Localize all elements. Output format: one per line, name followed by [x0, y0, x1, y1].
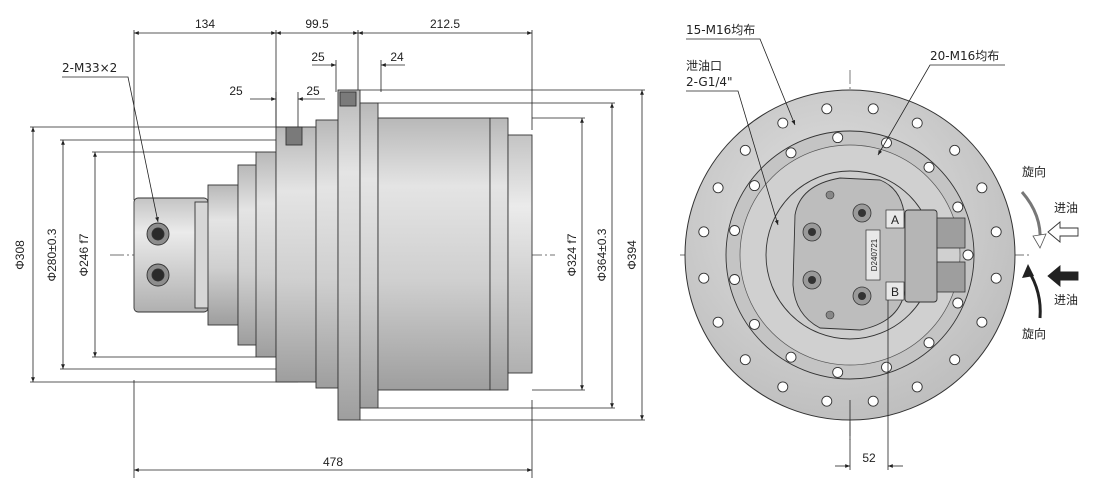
- bolt-hole-outer: [949, 144, 961, 156]
- callout-20-m16: 20-M16均布: [930, 49, 999, 63]
- bolt-hole-inner: [962, 249, 974, 261]
- callout-drain-leader: [686, 90, 779, 226]
- bolt-hole-inner: [952, 297, 964, 309]
- bolt-hole-inner: [832, 366, 844, 378]
- dim-phi-246: Φ246 f7: [77, 233, 91, 276]
- inlet-arrow-bottom: [1047, 265, 1079, 287]
- bolt-hole-inner: [749, 180, 760, 192]
- bolt-hole-inner: [923, 161, 935, 173]
- dimension-lines-top: [134, 31, 532, 472]
- dim-phi-308: Φ308: [13, 240, 27, 270]
- bolt-hole-outer: [911, 381, 923, 393]
- dim-134: 134: [195, 17, 215, 31]
- bolt-hole-inner: [923, 337, 935, 349]
- dim-phi-364: Φ364±0.3: [595, 228, 609, 281]
- mounting-flange: [337, 89, 361, 421]
- dim-25-right: 25: [306, 84, 320, 98]
- bolt-hole-outer: [976, 182, 988, 194]
- callout-15-m16: 15-M16均布: [686, 23, 755, 37]
- dim-phi-394: Φ394: [625, 240, 639, 270]
- gearbox-drum: [377, 117, 491, 391]
- bolt-hole-inner: [881, 361, 892, 373]
- dim-52: 52: [862, 451, 876, 465]
- gearbox-cover: [507, 134, 533, 374]
- side-view: 134 99.5 212.5 25 24 25 25 478 Φ308 Φ280…: [13, 17, 645, 478]
- bolt-hole-inner: [785, 351, 797, 363]
- bolt-hole-inner: [729, 274, 741, 285]
- inlet-arrow-top: [1047, 221, 1079, 243]
- callout-port-leader: [62, 76, 159, 223]
- bolt-hole-outer: [821, 395, 833, 407]
- bolt-hole-outer: [712, 316, 724, 328]
- inlet-label-bottom: 进油: [1054, 293, 1078, 307]
- port-b-connector: [936, 261, 966, 293]
- callout-15-leader: [686, 38, 796, 126]
- bolt-hole-outer: [698, 272, 710, 284]
- rotation-arrow-top: [1020, 191, 1042, 243]
- callout-drain-line2: 2-G1/4": [686, 75, 733, 89]
- bolt-hole-inner: [952, 201, 964, 213]
- bolt-hole-outer: [777, 381, 789, 393]
- bolt-hole-outer: [976, 316, 988, 328]
- bolt-hole-inner: [785, 147, 797, 159]
- valve-plate: [792, 177, 966, 331]
- mounting-flange-inner: [315, 119, 339, 389]
- dim-24: 24: [390, 50, 404, 64]
- bolt-hole-outer: [698, 226, 710, 238]
- bolt-hole-outer: [777, 117, 789, 129]
- port-a-connector: [936, 217, 966, 249]
- dim-99-5: 99.5: [305, 17, 329, 31]
- dim-212-5: 212.5: [430, 17, 460, 31]
- motor-ring: [237, 164, 259, 346]
- rotation-arrow-bottom: [1026, 269, 1042, 319]
- adaptor: [275, 126, 317, 383]
- extension-lines-left: [30, 126, 298, 383]
- model-mark: D240721: [870, 238, 879, 271]
- dimension-lines-right: [580, 90, 644, 420]
- dim-phi-324: Φ324 f7: [565, 233, 579, 276]
- bolt-circle-20-m16: [698, 103, 1002, 407]
- port-b-label: B: [891, 285, 899, 299]
- callout-20-leader: [877, 64, 1005, 156]
- dimension-lines-left: [31, 127, 97, 382]
- bolt-hole-inner: [832, 132, 844, 144]
- rotation-label-bottom: 旋向: [1022, 326, 1046, 341]
- motor-housing: [255, 151, 277, 358]
- bolt-hole-outer: [990, 226, 1002, 238]
- dim-478: 478: [323, 455, 343, 469]
- drum-ring: [489, 117, 509, 391]
- dim-25-left: 25: [229, 84, 243, 98]
- front-view: A B D240721 15-M16均布 20-M16均布 泄油口 2-G1/4…: [680, 23, 1079, 470]
- dim-25-flange: 25: [311, 50, 325, 64]
- bolt-hole-outer: [911, 117, 923, 129]
- bolt-hole-outer: [990, 272, 1002, 284]
- bolt-hole-outer: [712, 182, 724, 194]
- drum-flange: [359, 102, 379, 409]
- inlet-label-top: 进油: [1054, 201, 1078, 215]
- rotation-label-top: 旋向: [1022, 164, 1046, 179]
- bolt-circle-15-m16: [729, 132, 974, 378]
- callout-drain-line1: 泄油口: [686, 59, 722, 73]
- callout-port-thread: 2-M33×2: [62, 61, 117, 75]
- motor-body: [133, 89, 533, 421]
- bolt-hole-outer: [821, 103, 833, 115]
- dim-phi-280: Φ280±0.3: [45, 228, 59, 281]
- bolt-hole-outer: [867, 395, 879, 407]
- bolt-hole-inner: [729, 225, 741, 236]
- extension-lines-right: [360, 89, 645, 421]
- bolt-hole-outer: [739, 144, 751, 156]
- bolt-hole-outer: [739, 354, 751, 366]
- bolt-hole-inner: [749, 318, 760, 330]
- bolt-hole-outer: [867, 103, 879, 115]
- port-a-label: A: [891, 213, 899, 227]
- motor-cap: [207, 184, 239, 326]
- bolt-hole-outer: [949, 354, 961, 366]
